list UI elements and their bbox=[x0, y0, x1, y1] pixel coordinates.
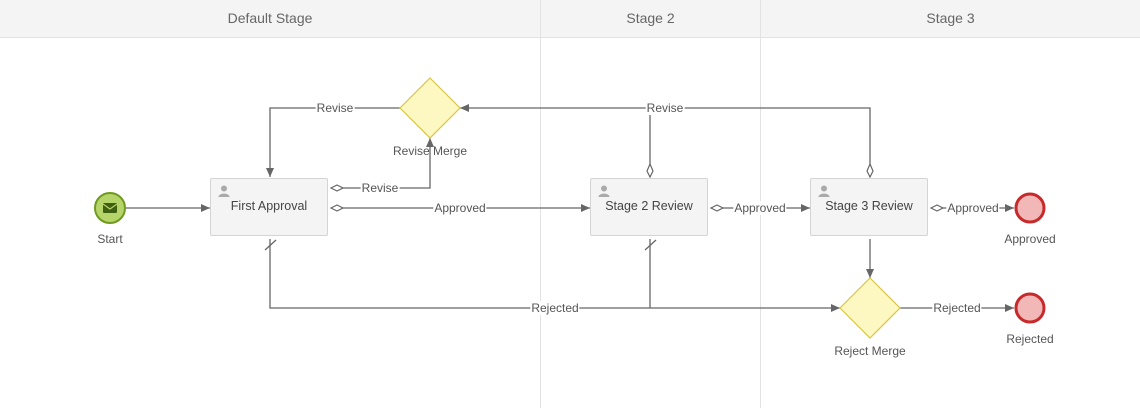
rejected-end-label: Rejected bbox=[1006, 332, 1054, 346]
connector-source-diamond bbox=[709, 204, 725, 212]
approved-end-label: Approved bbox=[1004, 232, 1056, 246]
start-label: Start bbox=[97, 232, 123, 246]
connector-label-rejected: Rejected bbox=[932, 301, 982, 315]
lane-header-default-stage: Default Stage bbox=[0, 0, 540, 38]
connector-label-approved: Approved bbox=[946, 201, 1000, 215]
envelope-icon bbox=[102, 203, 118, 213]
default-flow-slash bbox=[264, 239, 277, 251]
connector-label-revise: Revise bbox=[315, 101, 355, 115]
connector-source-diamond bbox=[866, 162, 874, 179]
revise-merge-label: Revise Merge bbox=[392, 144, 468, 158]
connector-stage3-revise[interactable] bbox=[650, 107, 871, 177]
user-icon bbox=[597, 184, 611, 203]
connector-label-approved: Approved bbox=[433, 201, 487, 215]
connector-source-diamond bbox=[329, 204, 345, 212]
connector-revise-merge-first-approval[interactable] bbox=[266, 107, 400, 177]
lane-header-stage-3: Stage 3 bbox=[761, 0, 1140, 38]
task-label: Stage 2 Review bbox=[605, 199, 693, 213]
task-stage-2-review[interactable]: Stage 2 Review bbox=[590, 178, 708, 236]
lane-separator bbox=[540, 0, 541, 408]
default-flow-slash bbox=[644, 239, 657, 251]
task-first-approval[interactable]: First Approval bbox=[210, 178, 328, 236]
connector-label-revise: Revise bbox=[645, 101, 685, 115]
connector-first-approval-rejected[interactable] bbox=[269, 239, 840, 312]
connector-source-diamond bbox=[929, 204, 945, 212]
connector-label-revise: Revise bbox=[360, 181, 400, 195]
connector-stage2-revise[interactable] bbox=[460, 104, 651, 177]
approved-end-event[interactable] bbox=[1014, 192, 1046, 224]
connector-source-diamond bbox=[329, 184, 345, 192]
connector-label-rejected: Rejected bbox=[530, 301, 580, 315]
user-icon bbox=[217, 184, 231, 203]
connector-source-diamond bbox=[646, 162, 654, 179]
reject-merge-label: Reject Merge bbox=[834, 344, 906, 358]
task-label: Stage 3 Review bbox=[825, 199, 913, 213]
rejected-end-event[interactable] bbox=[1014, 292, 1046, 324]
connector-label-approved: Approved bbox=[733, 201, 787, 215]
lane-header-stage-2: Stage 2 bbox=[541, 0, 760, 38]
user-icon bbox=[817, 184, 831, 203]
task-label: First Approval bbox=[230, 199, 308, 213]
revise-merge-gateway[interactable] bbox=[399, 77, 461, 139]
task-stage-3-review[interactable]: Stage 3 Review bbox=[810, 178, 928, 236]
reject-merge-gateway[interactable] bbox=[839, 277, 901, 339]
